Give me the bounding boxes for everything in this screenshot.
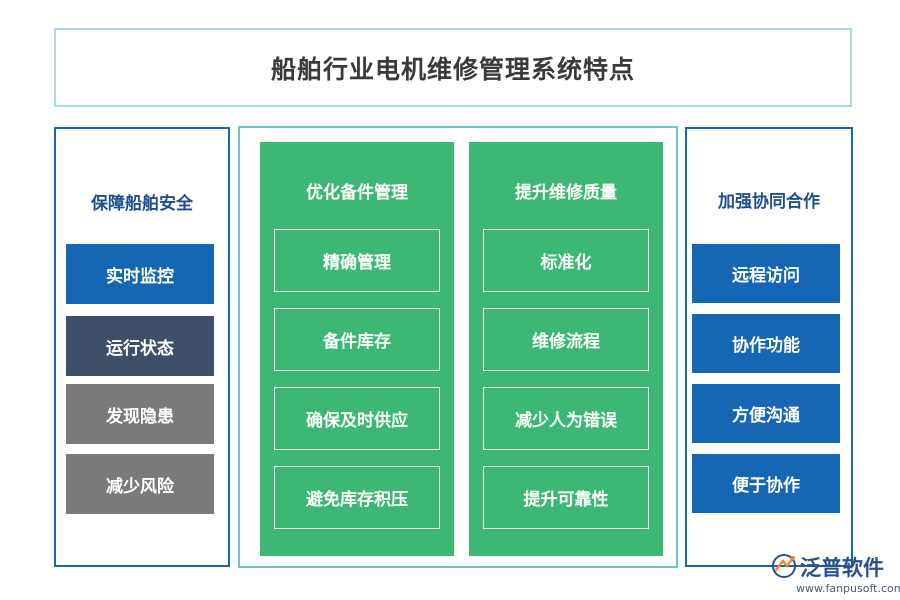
left-panel-heading: 保障船舶安全 <box>91 194 193 214</box>
column-item-label: 确保及时供应 <box>306 411 408 431</box>
column-heading: 优化备件管理 <box>306 183 408 203</box>
column-item: 提升可靠性 <box>483 466 649 529</box>
column-heading: 提升维修质量 <box>515 183 617 203</box>
logo-url: www.fanpusoft.com <box>796 582 900 595</box>
column-item-label: 维修流程 <box>532 332 600 352</box>
page-title: 船舶行业电机维修管理系统特点 <box>270 54 635 84</box>
right-item-label: 便于协作 <box>732 476 800 496</box>
right-item-1: 协作功能 <box>692 314 840 373</box>
logo-name: 泛普软件 <box>800 556 884 580</box>
left-item-1: 运行状态 <box>66 316 214 376</box>
column-item: 确保及时供应 <box>274 387 440 450</box>
right-panel: 加强协同合作 远程访问 协作功能 方便沟通 便于协作 <box>685 127 853 567</box>
right-item-label: 远程访问 <box>732 266 800 286</box>
column-item-label: 备件库存 <box>323 332 391 352</box>
right-item-0: 远程访问 <box>692 244 840 303</box>
column-item-label: 减少人为错误 <box>515 411 617 431</box>
left-item-label: 发现隐患 <box>106 406 174 427</box>
column-item: 精确管理 <box>274 229 440 292</box>
left-item-2: 发现隐患 <box>66 384 214 444</box>
column-item: 避免库存积压 <box>274 466 440 529</box>
fanpu-logo-icon <box>772 554 796 578</box>
left-item-3: 减少风险 <box>66 454 214 514</box>
left-item-label: 实时监控 <box>106 266 174 287</box>
column-item: 减少人为错误 <box>483 387 649 450</box>
center-column-repair-quality: 提升维修质量 标准化 维修流程 减少人为错误 提升可靠性 <box>469 142 663 556</box>
title-banner: 船舶行业电机维修管理系统特点 <box>54 28 852 107</box>
brand-logo: 泛普软件 www.fanpusoft.com <box>770 548 900 596</box>
center-panel: 优化备件管理 精确管理 备件库存 确保及时供应 避免库存积压 提升维修质量 标准… <box>238 126 678 568</box>
left-item-label: 运行状态 <box>106 338 174 359</box>
right-item-3: 便于协作 <box>692 454 840 513</box>
column-item-label: 避免库存积压 <box>306 490 408 510</box>
column-item: 维修流程 <box>483 308 649 371</box>
column-item: 标准化 <box>483 229 649 292</box>
right-item-label: 方便沟通 <box>732 406 800 426</box>
right-panel-heading: 加强协同合作 <box>718 192 820 212</box>
column-item: 备件库存 <box>274 308 440 371</box>
left-panel: 保障船舶安全 实时监控 运行状态 发现隐患 减少风险 <box>54 127 230 567</box>
right-item-label: 协作功能 <box>732 336 800 356</box>
center-column-spare-parts: 优化备件管理 精确管理 备件库存 确保及时供应 避免库存积压 <box>260 142 454 556</box>
column-item-label: 精确管理 <box>323 253 391 273</box>
left-item-label: 减少风险 <box>106 476 174 497</box>
right-item-2: 方便沟通 <box>692 384 840 443</box>
column-item-label: 提升可靠性 <box>523 490 609 510</box>
column-item-label: 标准化 <box>540 253 592 273</box>
left-item-0: 实时监控 <box>66 244 214 304</box>
